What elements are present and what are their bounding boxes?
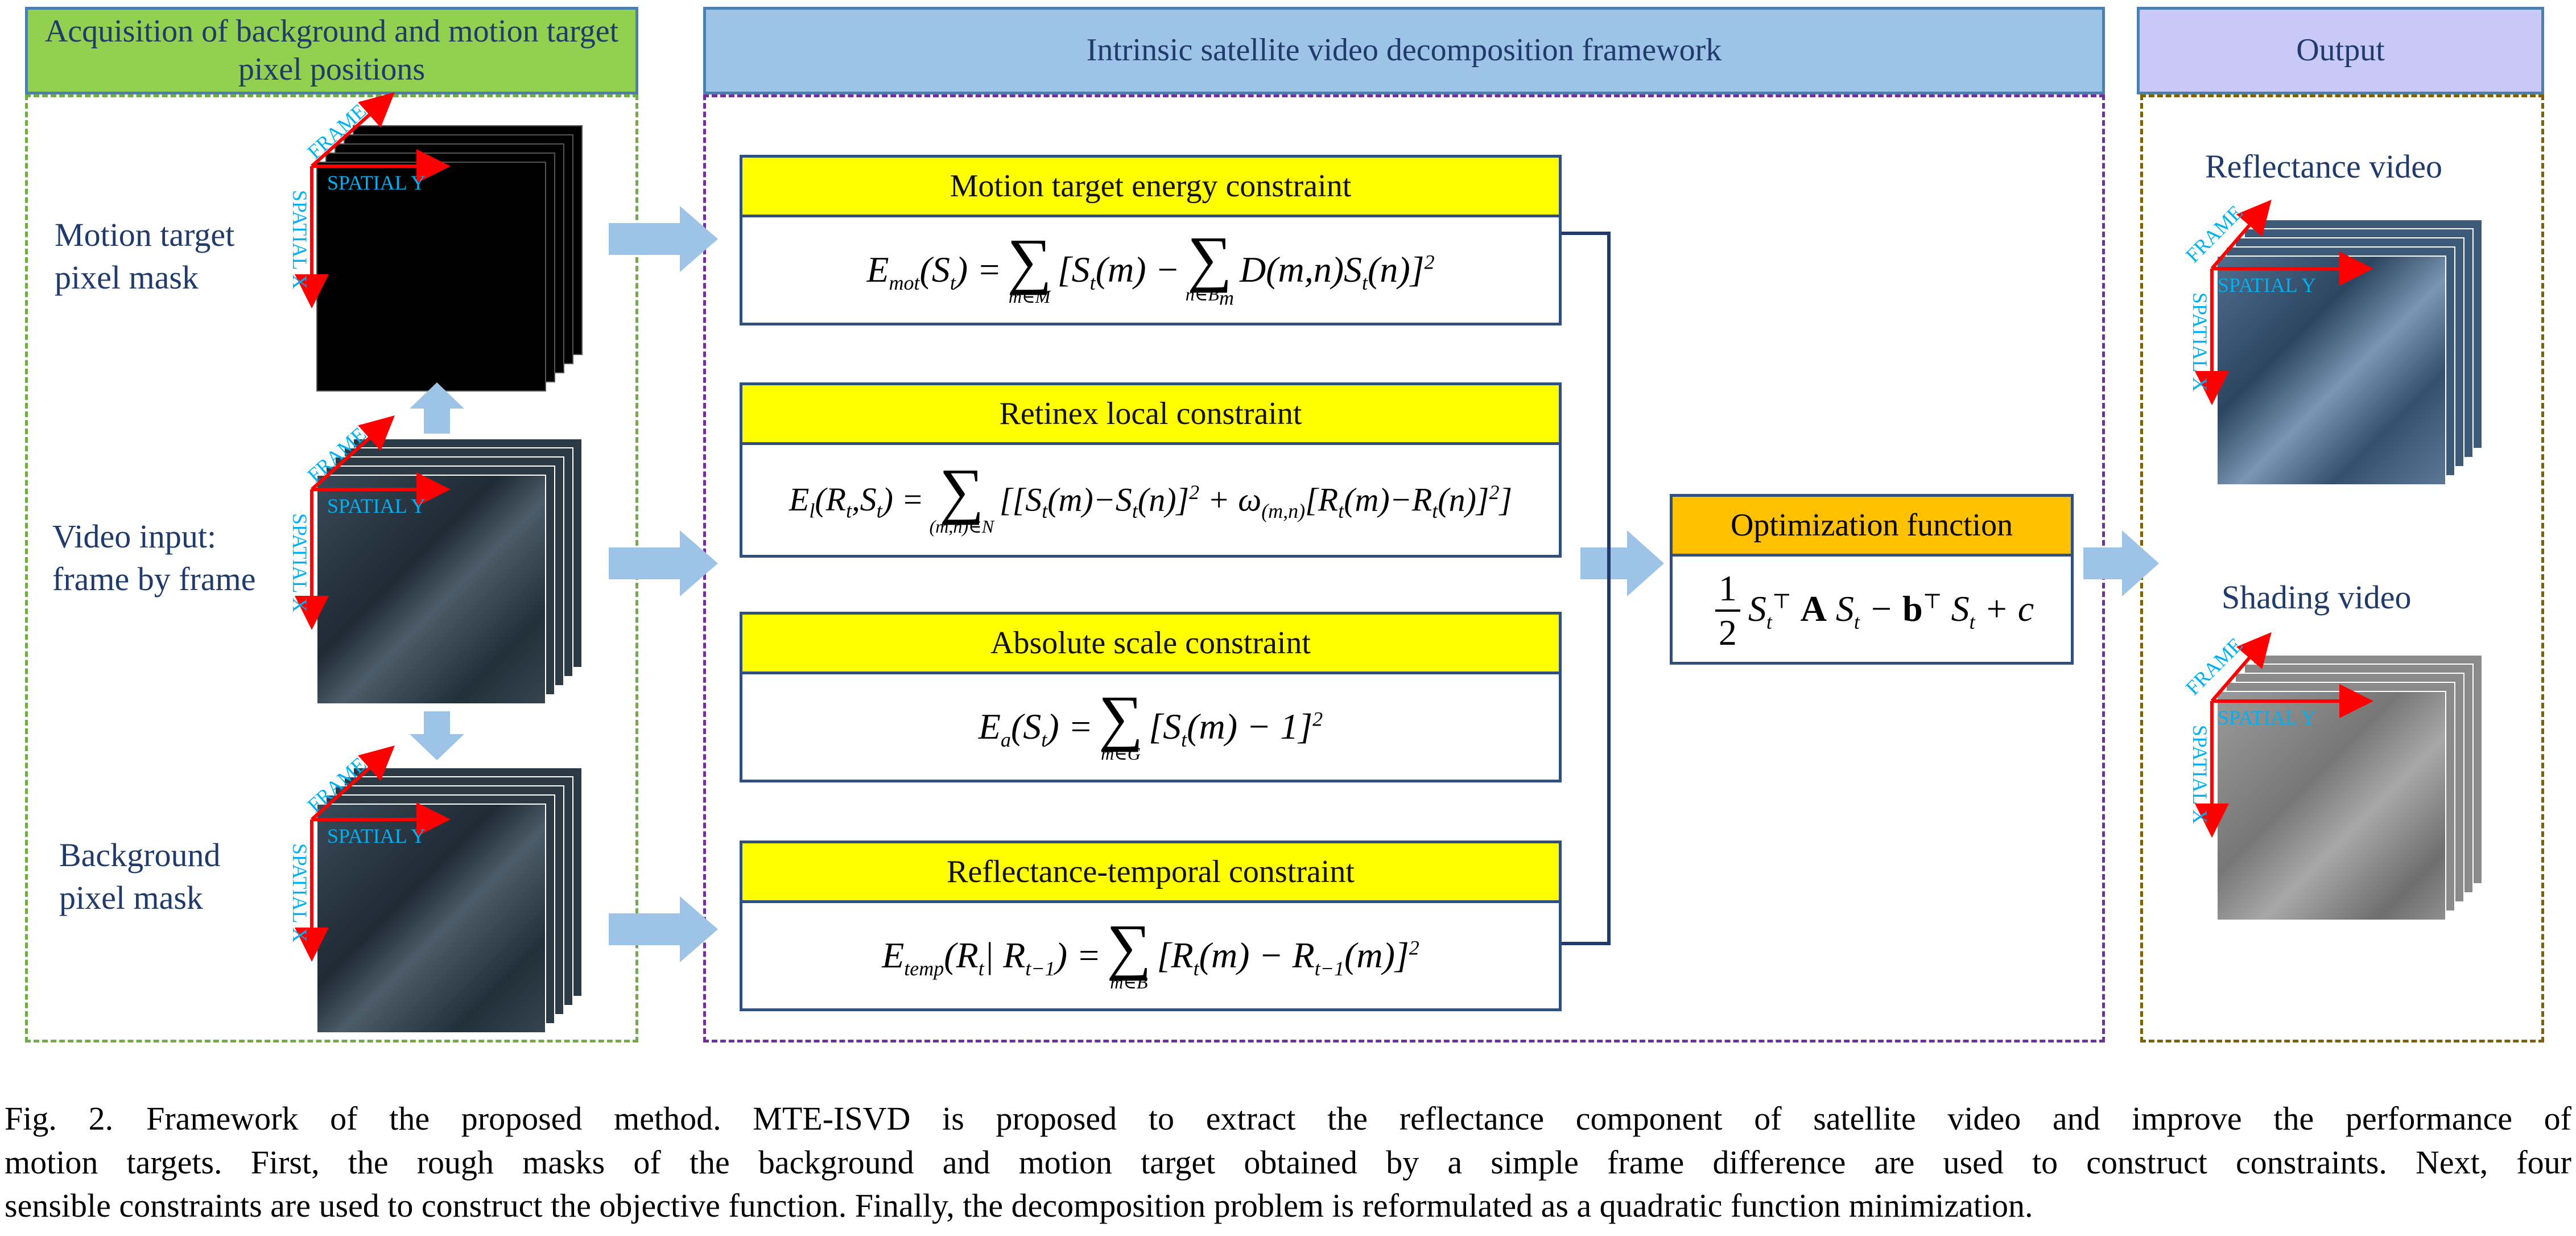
left-axes: [295, 92, 464, 962]
video-input-label-line1: Video input:: [52, 518, 217, 555]
constraint-motion-energy: Motion target energy constraint Emot(St)…: [740, 155, 1562, 326]
center-panel-title: Intrinsic satellite video decomposition …: [703, 7, 2105, 94]
video-spatial-y-label: SPATIAL Y: [327, 495, 426, 517]
reflectance-axes: [2195, 199, 2373, 405]
optimization-function-title: Optimization function: [1673, 497, 2071, 557]
caption-line-1: Fig. 2. Framework of the proposed method…: [5, 1100, 2571, 1137]
motion-axes: [295, 92, 451, 308]
constraint-reflectance-temporal: Reflectance-temporal constraint Etemp(Rt…: [740, 841, 1562, 1011]
constraint-motion-energy-title: Motion target energy constraint: [742, 158, 1559, 217]
video-axes: [295, 415, 451, 630]
caption-line-2: motion targets. First, the rough masks o…: [5, 1143, 2571, 1181]
reflectance-video-frames: [2207, 219, 2492, 492]
connector-motion: [1562, 232, 1611, 563]
reflectance-temporal-formula: Etemp(Rt| Rt−1) = ∑m∈B [Rt(m) − Rt−1(m)]…: [882, 912, 1419, 992]
flow-arrows: [609, 206, 2159, 962]
motion-energy-formula: Emot(St) = ∑m∈M [St(m) − ∑n∈Bm D(m,n)St(…: [866, 223, 1435, 310]
constraint-retinex-local-title: Retinex local constraint: [742, 385, 1559, 445]
arrow-to-optimization: [1580, 530, 1664, 596]
shading-video-label: Shading video: [2222, 579, 2412, 616]
video-input-label: Video input: frame by frame: [52, 515, 255, 601]
video-input-frames: [307, 438, 592, 711]
arrow-to-output: [2083, 530, 2159, 596]
absolute-scale-formula: Ea(St) = ∑m∈G [St(m) − 1]2: [978, 683, 1323, 764]
constraint-absolute-scale-title: Absolute scale constraint: [742, 615, 1559, 674]
reflectance-spatial-y-label: SPATIAL Y: [2218, 274, 2317, 296]
constraint-reflectance-temporal-title: Reflectance-temporal constraint: [742, 843, 1559, 903]
shading-spatial-x-label: SPATIAL X: [2189, 724, 2212, 825]
motion-mask-label-line1: Motion target: [55, 216, 235, 253]
right-panel-title-text: Output: [2296, 32, 2385, 68]
motion-mask-label-line2: pixel mask: [55, 259, 199, 296]
reflectance-spatial-x-label: SPATIAL X: [2189, 292, 2212, 392]
video-input-label-line2: frame by frame: [52, 561, 256, 598]
background-mask-label-line1: Background: [59, 837, 221, 874]
retinex-local-formula: El(Rt,St) = ∑(m,n)∈N [[St(m)−St(n)]2 + ω…: [789, 456, 1513, 537]
motion-mask-frames: [307, 125, 592, 398]
background-spatial-y-label: SPATIAL Y: [327, 825, 426, 847]
reflectance-video-label: Reflectance video: [2205, 148, 2443, 185]
connector-temporal: [1562, 563, 1611, 945]
background-mask-label: Background pixel mask: [59, 834, 221, 920]
figure-caption: Fig. 2. Framework of the proposed method…: [5, 1097, 2571, 1228]
constraint-absolute-scale: Absolute scale constraint Ea(St) = ∑m∈G …: [740, 612, 1562, 782]
arrow-motion-to-constraints: [609, 206, 718, 272]
motion-mask-label: Motion target pixel mask: [55, 213, 234, 299]
stack-arrows: [410, 382, 464, 760]
motion-spatial-y-label: SPATIAL Y: [327, 171, 426, 194]
shading-spatial-y-label: SPATIAL Y: [2218, 706, 2317, 729]
shading-axes: [2195, 632, 2373, 838]
right-panel-title: Output: [2137, 7, 2544, 94]
arrow-video-to-constraints: [609, 530, 718, 596]
left-panel-title: Acquisition of background and motion tar…: [25, 7, 638, 94]
left-panel-title-text: Acquisition of background and motion tar…: [44, 13, 619, 87]
background-mask-label-line2: pixel mask: [59, 879, 203, 917]
center-panel-title-text: Intrinsic satellite video decomposition …: [1086, 32, 1722, 68]
arrow-background-to-constraints: [609, 896, 718, 962]
background-axes: [295, 745, 451, 962]
caption-line-3: sensible constraints are used to constru…: [5, 1187, 2033, 1225]
constraint-retinex-local: Retinex local constraint El(Rt,St) = ∑(m…: [740, 382, 1562, 558]
output-axes: [2195, 199, 2373, 838]
